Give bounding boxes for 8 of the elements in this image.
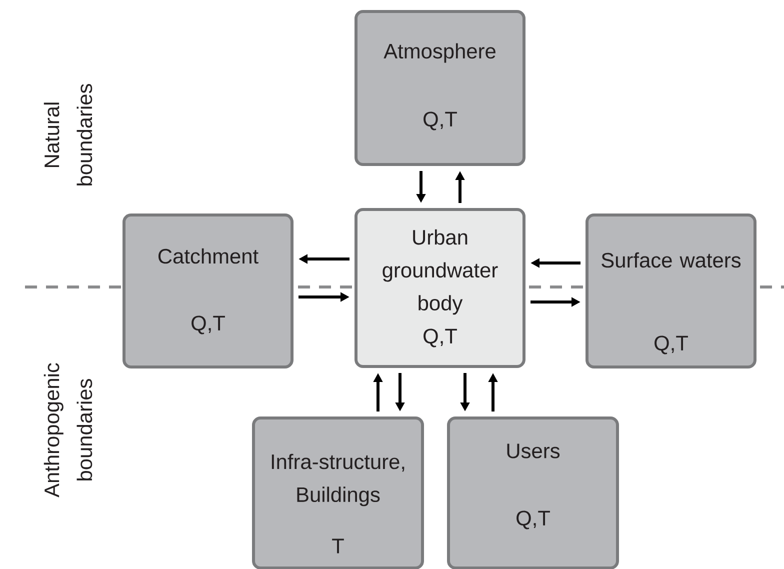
process-box: Atmosphere Q,T (354, 10, 526, 166)
process-box: Users Q,T (447, 416, 619, 569)
process-box: Infra-structure, Buildings T (252, 416, 424, 569)
process-box: Surface waters Q,T (586, 214, 756, 368)
side-label: Anthropogenic boundaries (44, 363, 92, 498)
process-box: Urban groundwater body Q,T (354, 208, 526, 368)
process-box: Catchment Q,T (122, 214, 294, 368)
side-label: Natural boundaries (44, 84, 92, 186)
